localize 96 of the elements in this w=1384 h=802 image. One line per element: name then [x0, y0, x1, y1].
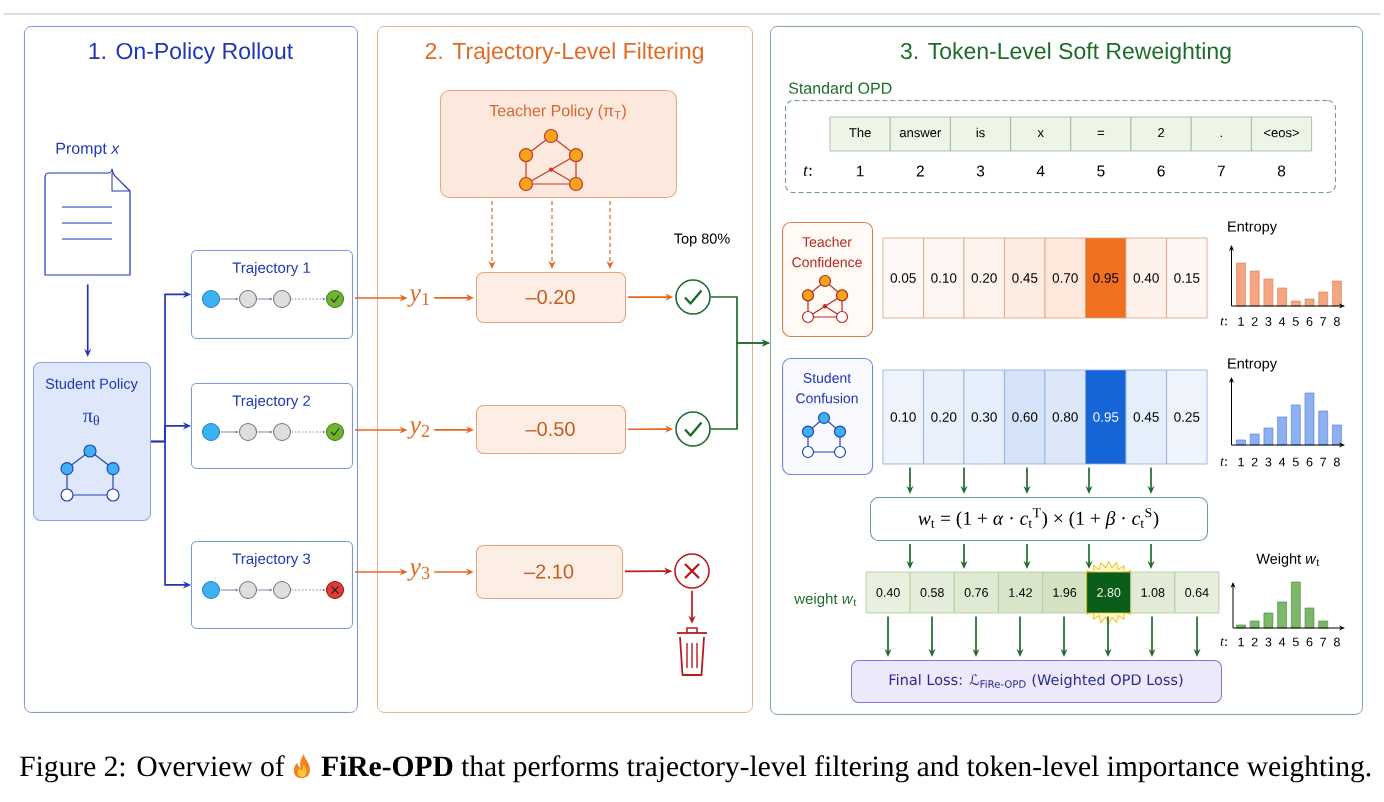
value-cell: 0.64 [1174, 571, 1220, 614]
index-number: 2 [916, 165, 924, 177]
value-cell: 1.42 [997, 571, 1043, 614]
tick-label: 8 [1334, 637, 1340, 647]
value-cell: 0.58 [909, 571, 955, 614]
trajectory-box: Trajectory 3 [191, 541, 353, 629]
value-cell: 0.40 [1125, 237, 1167, 319]
tick-label: 8 [1334, 457, 1340, 467]
index-number: 6 [1157, 165, 1165, 177]
value-cell: 0.15 [1166, 237, 1208, 319]
value-cell: 0.30 [963, 369, 1005, 465]
token-cell: The [829, 116, 891, 152]
value-cell: 0.40 [865, 571, 911, 614]
trajectory-box: Trajectory 2 [191, 383, 353, 469]
policy-box: Teacher Policy (π$_{T}$) [440, 90, 677, 198]
loss-box: Final Loss: ℒ$_{FiRe-OPD}$ (Weighted OPD Loss) [851, 660, 1222, 703]
tick-label: 3 [1265, 637, 1272, 647]
index-number: 7 [1217, 165, 1225, 177]
label-box: Teacher Confidence [782, 222, 874, 338]
token-cell: x [1010, 116, 1072, 152]
check-icon [675, 279, 711, 315]
tick-label: 2 [1251, 637, 1258, 647]
document-label: Prompt x [56, 142, 120, 158]
tick-label: 1 [1238, 457, 1244, 467]
tick-label: 6 [1306, 457, 1313, 467]
tick-label: 4 [1278, 457, 1286, 467]
value-cell: 0.95 [1085, 237, 1127, 319]
note-text: Top 80% [674, 233, 730, 247]
value-cell: 0.25 [1166, 369, 1208, 465]
trash-icon [676, 627, 708, 676]
tick-label: 6 [1306, 317, 1313, 326]
tick-label: 5 [1292, 457, 1299, 467]
token-cell: is [950, 116, 1011, 152]
chart-title: Entropy [1228, 221, 1277, 235]
value-cell: 0.95 [1085, 369, 1127, 465]
tick-label: 5 [1292, 317, 1299, 326]
variable-label: y$_{3}$ [407, 563, 430, 581]
value-cell: 0.20 [923, 369, 965, 465]
index-number: 3 [976, 165, 985, 177]
tick-label: 1 [1238, 637, 1244, 647]
score-box: –2.10 [476, 545, 623, 599]
token-cell: <eos> [1251, 116, 1312, 152]
axis-label: t: [1220, 317, 1227, 326]
value-cell: 0.76 [953, 571, 999, 614]
value-cell: 0.45 [1004, 237, 1046, 319]
axis-label: t: [1220, 638, 1227, 646]
value-cell: 0.70 [1044, 237, 1086, 319]
value-cell: 1.08 [1130, 571, 1176, 614]
value-cell: 0.45 [1125, 369, 1167, 465]
value-cell: 0.60 [1004, 369, 1046, 465]
tick-label: 7 [1320, 317, 1327, 326]
score-box: –0.50 [476, 405, 626, 454]
tick-label: 4 [1278, 637, 1286, 647]
tick-label: 1 [1238, 317, 1244, 326]
token-cell: . [1190, 116, 1252, 152]
box-heading: Standard OPD [788, 82, 892, 94]
token-cell: answer [889, 116, 951, 152]
figure-caption: FiRe-OPD that performs trajectory-level filtering and token-level importance weighting. [321, 755, 1371, 783]
tick-label: 3 [1265, 457, 1272, 467]
value-cell: 0.80 [1044, 369, 1086, 465]
tick-label: 8 [1334, 317, 1340, 326]
token-cell: 2 [1130, 116, 1192, 152]
index-number: 8 [1277, 165, 1286, 177]
value-cell: 0.10 [882, 369, 924, 465]
tick-label: 2 [1251, 317, 1258, 326]
figure-caption: Figure 2: Overview of [20, 755, 285, 783]
token-cell: = [1070, 116, 1132, 152]
tick-label: 7 [1320, 457, 1327, 467]
tick-label: 6 [1306, 637, 1313, 647]
value-cell: 0.10 [923, 237, 965, 319]
chart-title: Entropy [1228, 358, 1277, 372]
value-cell: 0.05 [882, 237, 924, 319]
variable-label: y$_{2}$ [407, 421, 430, 439]
tick-label: 5 [1292, 637, 1299, 647]
tick-label: 3 [1265, 317, 1272, 326]
cross-icon [674, 553, 710, 589]
index-number: 4 [1036, 165, 1045, 177]
row-label: weight w$_{t}$ [794, 593, 857, 607]
trajectory-box: Trajectory 1 [191, 250, 353, 339]
formula-box: w$_{t}$ = (1 + α · c$_{t}$$^{T}$) × (1 + β · c$_{t}$$^{S}$) [870, 497, 1208, 541]
index-number: 1 [856, 165, 864, 177]
value-cell: 1.96 [1042, 571, 1088, 614]
chart-title: Weight w$_{t}$ [1256, 553, 1320, 567]
variable-label: y$_{1}$ [407, 289, 429, 307]
tick-label: 2 [1251, 457, 1258, 467]
policy-box: Student Policy π$_{θ}$ [33, 362, 151, 521]
tick-label: 4 [1278, 317, 1286, 326]
value-cell: 0.20 [963, 237, 1005, 319]
label-box: Student Confusion [782, 358, 874, 476]
check-icon [675, 411, 711, 447]
score-box: –0.20 [476, 272, 626, 323]
value-cell: 2.80 [1086, 571, 1132, 614]
index-label: t: [803, 166, 812, 176]
tick-label: 7 [1320, 637, 1327, 647]
index-number: 5 [1097, 165, 1105, 177]
axis-label: t: [1220, 458, 1227, 466]
